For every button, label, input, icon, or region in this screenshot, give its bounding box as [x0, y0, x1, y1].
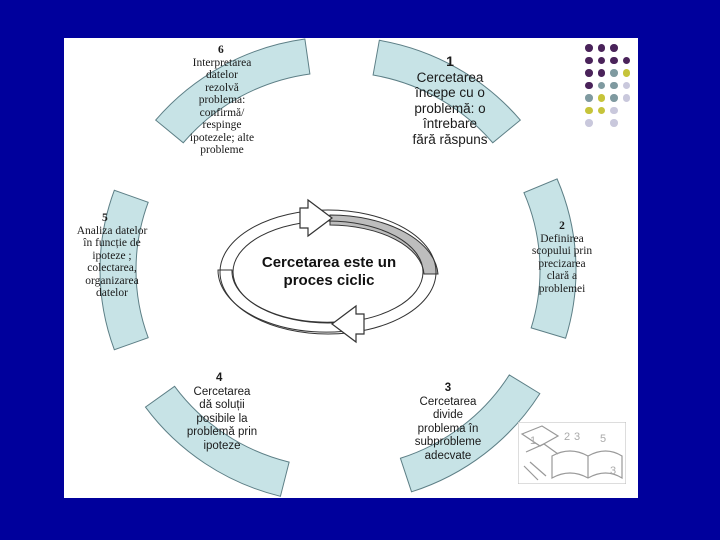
decorative-dot [585, 44, 593, 52]
decorative-dot [585, 94, 593, 102]
cycle-outer-outline [219, 209, 437, 335]
step-line: problemă prin [186, 426, 258, 438]
step-line: Interpretarea [192, 56, 252, 69]
cycle-arrowhead-bottom [331, 304, 365, 344]
step-line: ipotezele; alte [189, 131, 255, 144]
step-number: 4 [216, 372, 223, 384]
decorative-dot [597, 81, 605, 89]
step-line: începe cu o [415, 85, 485, 100]
step-number: 3 [444, 382, 452, 394]
decorative-dot [585, 56, 593, 64]
ring-segment [372, 39, 522, 144]
step-line: problema: [198, 94, 246, 106]
step-2-label: 2 Definirea scopului prin precizarea cla… [520, 220, 604, 295]
decorative-dot [622, 56, 630, 64]
step-3-label: 3 Cercetarea divide problema în subprobl… [404, 382, 492, 463]
decorative-dot [597, 106, 605, 114]
step-line: dă soluții [199, 399, 245, 411]
step-line: Cercetarea [419, 395, 477, 408]
step-number: 6 [218, 44, 224, 56]
ring-segments [99, 38, 577, 497]
decorative-dot [597, 69, 605, 77]
decorative-dot [585, 106, 593, 114]
step-line: organizarea [85, 274, 139, 287]
step-line: posibile la [196, 412, 248, 425]
decorative-dot [585, 69, 593, 77]
center-title: Cercetarea este un proces ciclic [250, 254, 408, 290]
decorative-dot [585, 119, 593, 127]
decorative-dot [610, 44, 618, 52]
decorative-dot [622, 81, 630, 89]
step-line: subprobleme [414, 436, 482, 448]
ring-segment [99, 189, 149, 351]
decorative-dot [597, 56, 605, 64]
clipart-digit: 1 [530, 435, 536, 447]
decorative-dot [610, 106, 618, 114]
central-cycle-arrows [217, 198, 439, 344]
step-number: 5 [102, 212, 108, 224]
step-line: colectarea, [87, 262, 137, 274]
step-line: fără răspuns [412, 131, 488, 147]
clipart-digit: 3 [610, 465, 616, 477]
cycle-arrowhead-top [299, 198, 333, 238]
ring-segment [144, 385, 290, 497]
step-4-label: 4 Cercetarea dă soluții posibile la prob… [172, 372, 272, 453]
step-line: Cercetarea [416, 69, 484, 85]
decorative-dot [585, 81, 593, 89]
step-number: 2 [559, 220, 565, 232]
decorative-dot [597, 94, 605, 102]
decorative-dot [610, 119, 618, 127]
decorative-dot-grid [584, 44, 638, 134]
step-line: întrebare [422, 116, 478, 131]
step-line: problema în [417, 422, 479, 435]
step-line: adecvate [424, 449, 472, 462]
decorative-dot [622, 69, 630, 77]
decorative-dot [610, 81, 618, 89]
step-line: confirmă/ [199, 106, 245, 119]
cycle-band-upper [329, 214, 439, 275]
step-line: rezolvă [205, 81, 239, 94]
step-line: ipoteze ; [92, 249, 132, 262]
step-line: problemă: o [414, 100, 486, 116]
step-line: probleme [200, 144, 244, 156]
step-line: clară a [546, 270, 578, 282]
step-line: divide [432, 409, 464, 421]
ring-segment [154, 38, 311, 144]
step-line: Cercetarea [193, 385, 251, 398]
step-line: Analiza datelor [76, 224, 148, 237]
step-line: datelor [96, 287, 128, 299]
step-line: ipoteze [203, 439, 241, 452]
step-line: scopului prin [531, 245, 593, 257]
ring-segment [399, 374, 541, 493]
center-title-line2: proces ciclic [283, 272, 375, 289]
clipart-digit: 3 [574, 431, 580, 443]
clipart-digit: 2 [564, 431, 570, 443]
step-line: datelor [206, 69, 238, 81]
step-line: precizarea [538, 257, 586, 270]
step-6-label: 6 Interpretarea datelor rezolvă problema… [176, 44, 268, 157]
decorative-dot [597, 44, 605, 52]
decorative-dot [610, 69, 618, 77]
decorative-dot [610, 94, 618, 102]
step-5-label: 5 Analiza datelor în funcție de ipoteze … [66, 212, 158, 300]
clipart-digit: 5 [600, 433, 606, 445]
step-line: problemei [538, 282, 586, 295]
decorative-dot [622, 94, 630, 102]
step-line: respinge [202, 119, 242, 131]
decorative-dot [610, 56, 618, 64]
step-line: în funcție de [83, 237, 141, 249]
ring-segment [523, 178, 577, 339]
center-title-line1: Cercetarea este un [261, 254, 397, 271]
step-line: Definirea [540, 232, 584, 245]
step-number: 1 [446, 53, 454, 69]
books-numbers-clipart-icon: 1 2 3 5 3 [518, 422, 626, 484]
step-1-label: 1 Cercetarea începe cu o problemă: o înt… [405, 53, 495, 147]
